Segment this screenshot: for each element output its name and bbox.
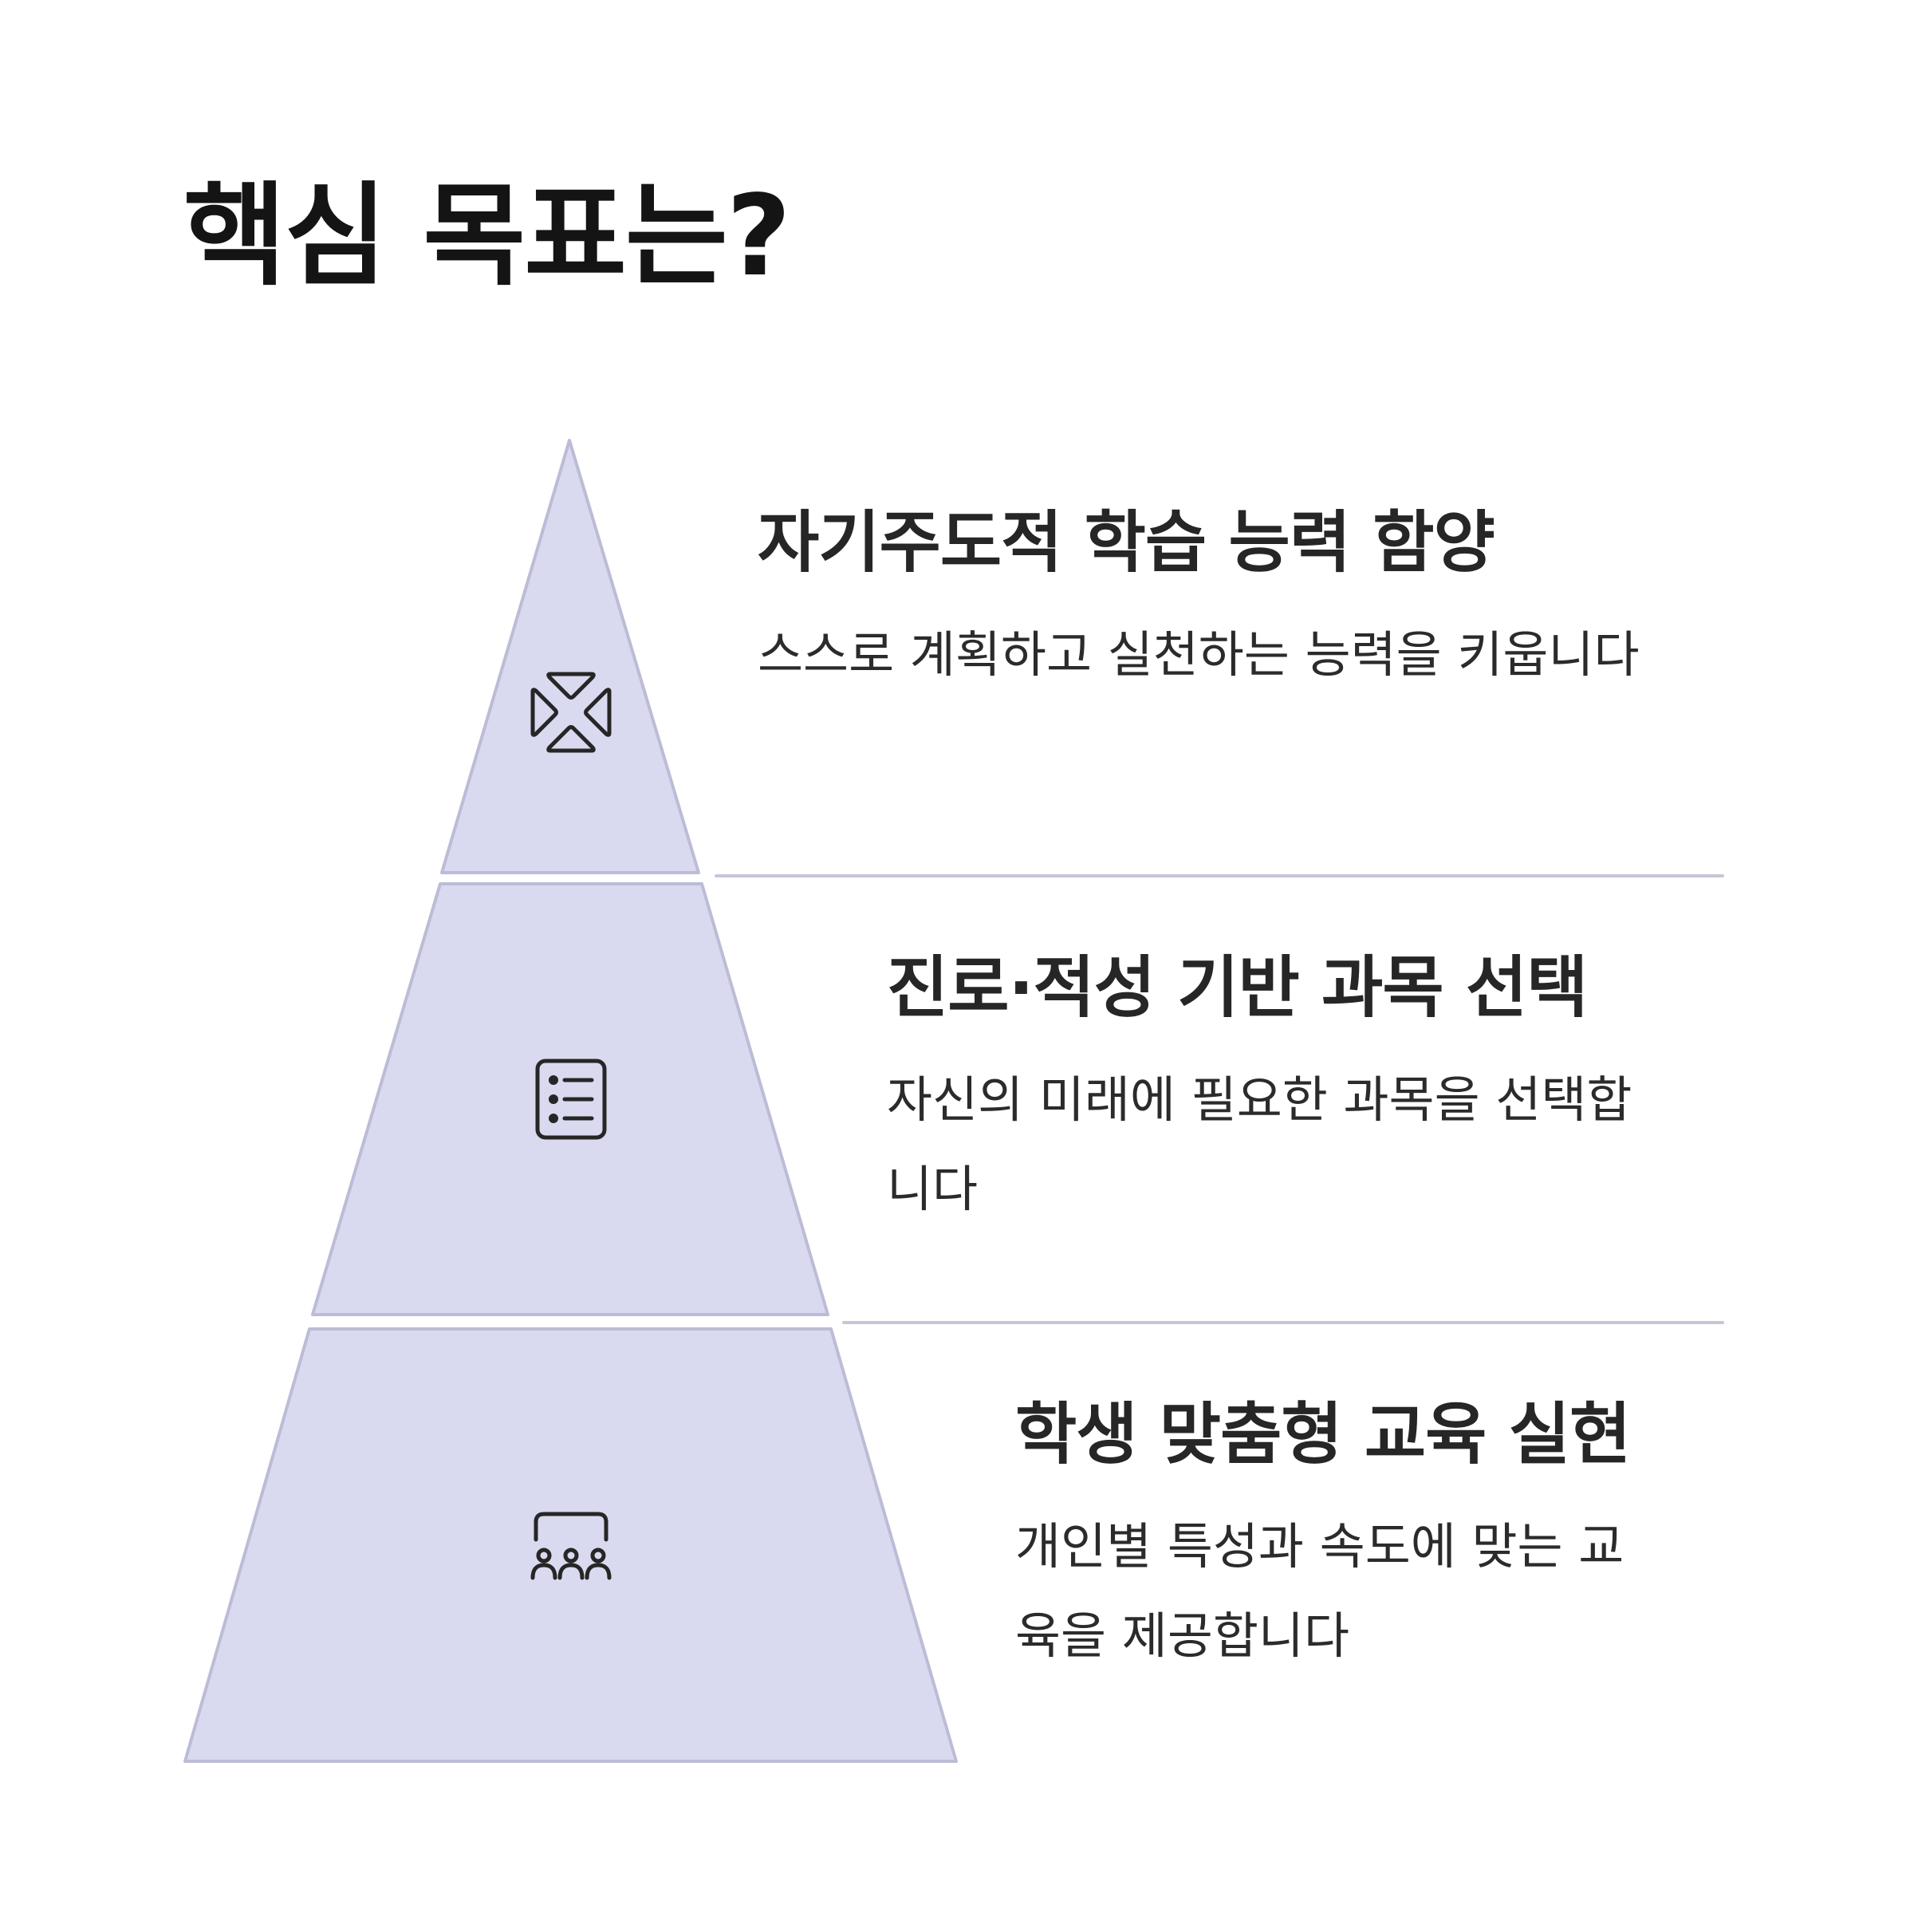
list-icon (535, 1059, 607, 1140)
pyramid-tier-3 (183, 1327, 958, 1763)
target-arrows-icon (530, 672, 612, 753)
tier-2-text: 진로·적성 기반 과목 선택 자신의 미래에 필요한 과목을 선택합니다 (887, 948, 1684, 1234)
tier-1-text: 자기주도적 학습 능력 함양 스스로 계획하고 실천하는 능력을 키웁니다 (758, 503, 1683, 700)
tier-description: 개인별 특성과 속도에 맞는 교육을 제공합니다 (1015, 1516, 1625, 1665)
page-title: 핵심 목표는? (183, 172, 791, 302)
pyramid-tier-1 (440, 439, 700, 874)
tier-title: 진로·적성 기반 과목 선택 (887, 948, 1588, 1027)
tier-description: 스스로 계획하고 실천하는 능력을 키웁니다 (758, 625, 1640, 684)
tier-title: 학생 맞춤형 교육 실현 (1015, 1395, 1631, 1473)
group-icon (530, 1512, 612, 1580)
tier-3-text: 학생 맞춤형 교육 실현 개인별 특성과 속도에 맞는 교육을 제공합니다 (1015, 1394, 1733, 1681)
tier-title: 자기주도적 학습 능력 함양 (758, 503, 1495, 582)
tier-description: 자신의 미래에 필요한 과목을 선택합니다 (887, 1070, 1632, 1218)
